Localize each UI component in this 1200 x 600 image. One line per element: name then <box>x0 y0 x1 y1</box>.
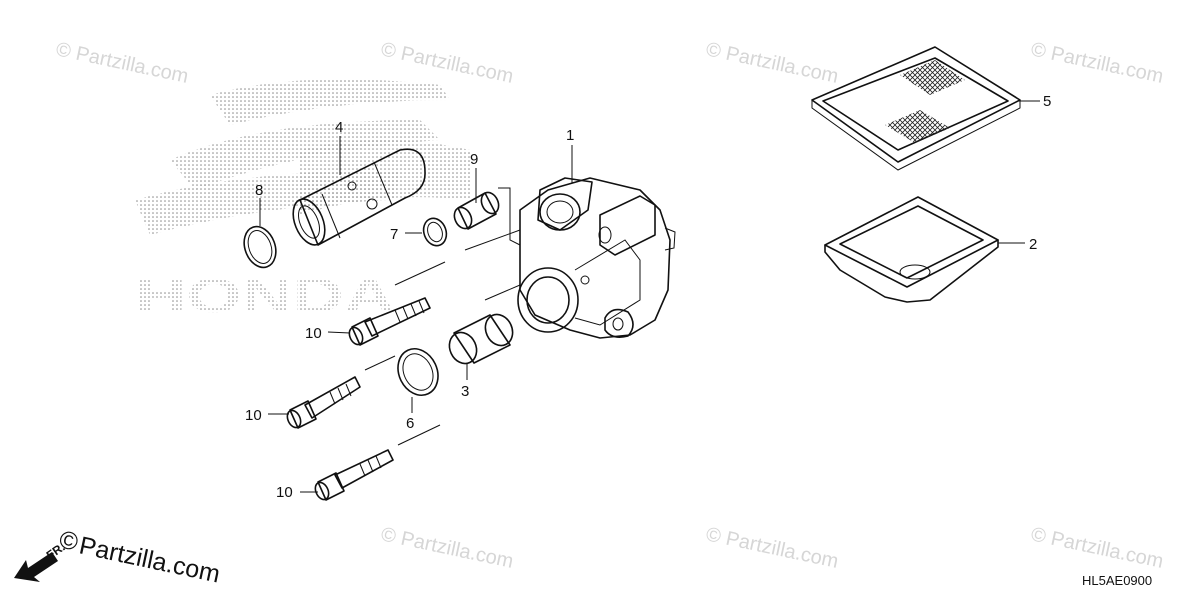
part-4-valve <box>292 148 426 246</box>
part-3-sleeve <box>448 313 514 365</box>
part-5-strainer-screen <box>811 46 1021 171</box>
watermark-text: © Partzilla.com <box>379 523 515 573</box>
part-10-bolt-upper <box>348 297 431 346</box>
wing-icon <box>210 79 450 125</box>
part-10-bolt-lower <box>314 449 394 501</box>
leader-lines <box>259 100 1040 493</box>
callout-4: 4 <box>335 119 343 136</box>
callout-8: 8 <box>255 182 263 199</box>
callout-3: 3 <box>461 383 469 400</box>
part-7-o-ring <box>422 217 448 247</box>
part-10-bolt-middle <box>286 376 361 429</box>
callout-10-upper: 10 <box>305 325 322 342</box>
callout-10-middle: 10 <box>245 407 262 424</box>
watermark-text: © Partzilla.com <box>704 38 840 88</box>
callout-2: 2 <box>1029 236 1037 253</box>
callout-labels: 1 5 2 4 8 7 9 3 6 10 10 10 <box>245 93 1051 501</box>
front-arrow-icon <box>14 552 58 582</box>
brand-mark: © Partzilla.com <box>57 525 223 588</box>
watermark-text: © Partzilla.com <box>1029 523 1165 573</box>
honda-logo-watermark: HONDA <box>135 79 470 323</box>
watermark-text: © Partzilla.com <box>1029 38 1165 88</box>
callout-9: 9 <box>470 151 478 168</box>
callout-7: 7 <box>390 226 398 243</box>
part-6-o-ring <box>397 348 439 396</box>
watermark-text: © Partzilla.com <box>704 523 840 573</box>
callout-5: 5 <box>1043 93 1051 110</box>
honda-logo-text: HONDA <box>135 270 395 323</box>
part-2-strainer-pan <box>824 196 999 303</box>
watermark-text: © Partzilla.com <box>54 38 190 88</box>
part-1-pump-body <box>517 177 676 339</box>
callout-10-lower: 10 <box>276 484 293 501</box>
callout-6: 6 <box>406 415 414 432</box>
watermark-text: © Partzilla.com <box>379 38 515 88</box>
part-8-o-ring <box>243 225 277 269</box>
wing-icon <box>300 140 470 215</box>
callout-1: 1 <box>566 127 574 144</box>
diagram-code: HL5AE0900 <box>1082 573 1152 588</box>
assembly-bracket <box>364 187 521 446</box>
brand-name: Partzilla.com <box>77 531 223 588</box>
